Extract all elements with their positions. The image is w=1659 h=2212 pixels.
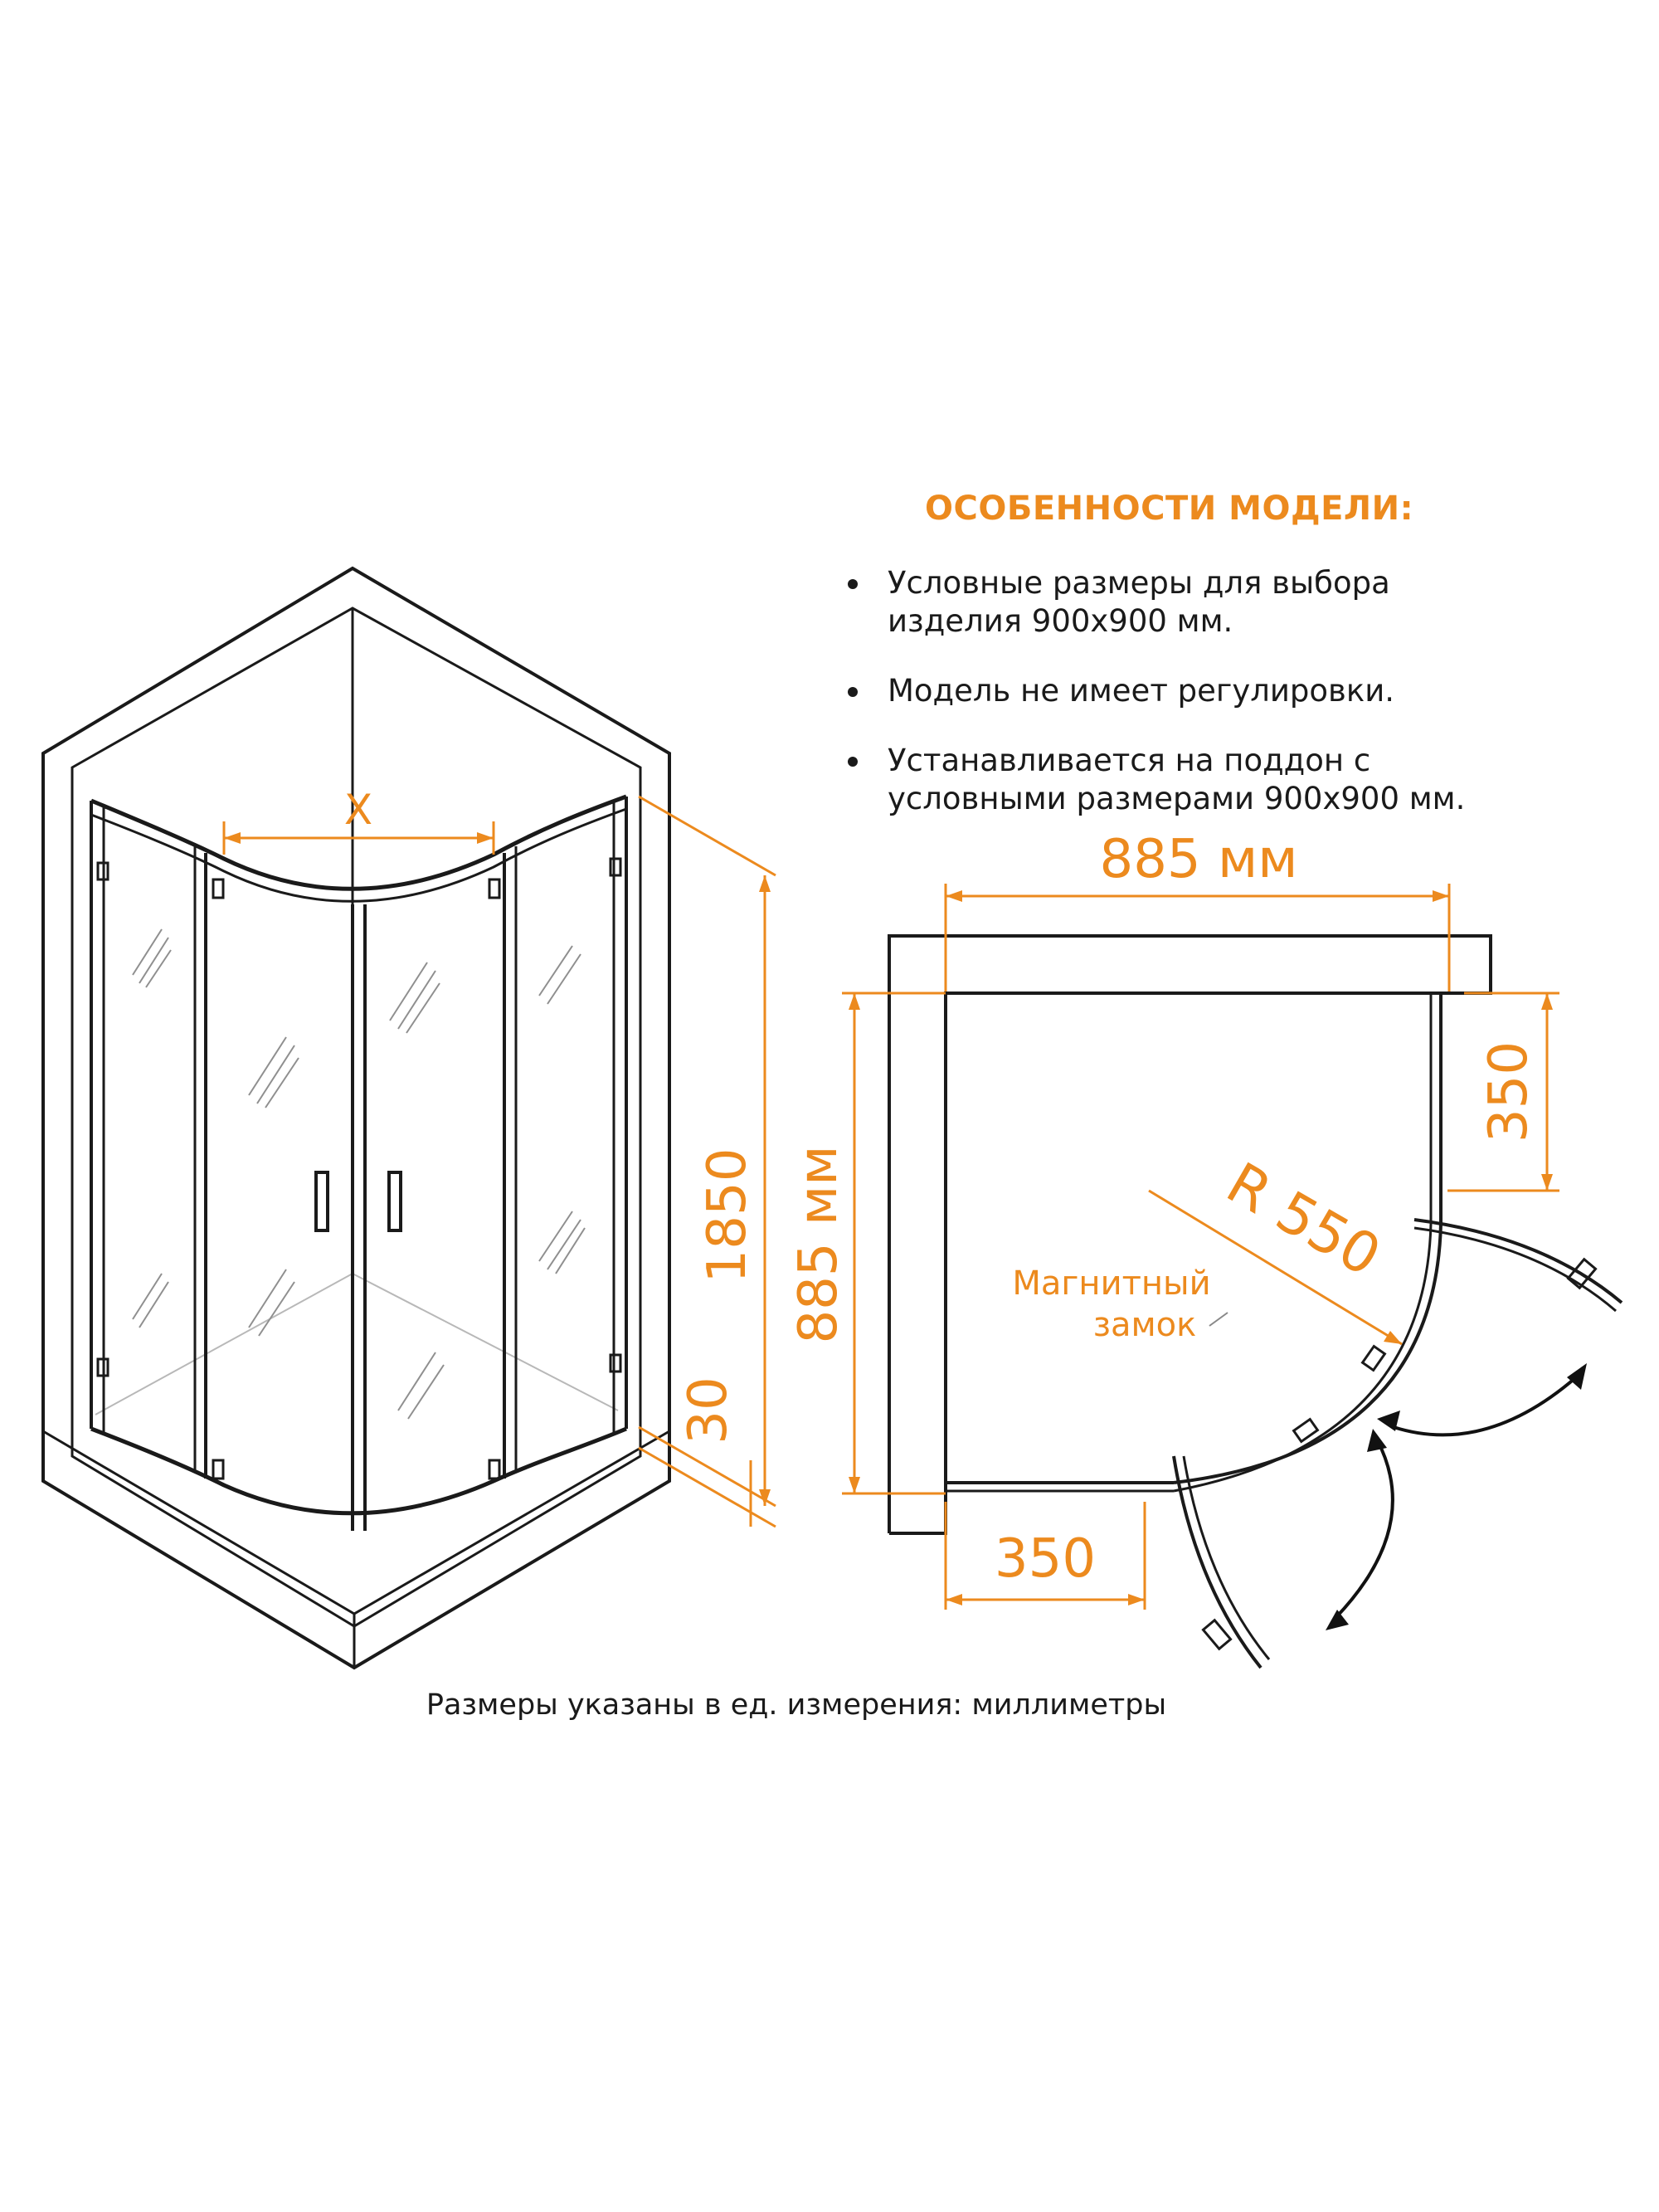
floor-line	[352, 1273, 619, 1411]
plan-curved-doors-inner	[1173, 1223, 1433, 1493]
swing-arrow	[1326, 1610, 1349, 1630]
floor-line	[95, 1273, 353, 1415]
lock-label-line1: Магнитный	[1012, 1264, 1210, 1303]
dim-350-right-label: 350	[1478, 1041, 1540, 1143]
bottom-rail	[90, 1426, 627, 1516]
swing-arc	[1393, 1376, 1578, 1437]
dim-arrow	[1384, 1331, 1402, 1344]
dim-arrow	[1541, 1174, 1553, 1191]
swing-arc	[1334, 1439, 1394, 1620]
dim-885-h-label: 885 мм	[1099, 829, 1297, 890]
hinge	[96, 1357, 109, 1377]
plan-handle	[1566, 1257, 1598, 1290]
plan-hinge	[1360, 1344, 1387, 1372]
hinge	[609, 1353, 622, 1373]
hinge	[96, 861, 109, 881]
dim-arrow	[759, 1489, 771, 1506]
features-list: Условные размеры для выбора изделия 900х…	[846, 564, 1593, 850]
radius-leader	[1148, 1189, 1403, 1346]
dim-arrow	[1541, 993, 1553, 1010]
dim-350-bottom-label: 350	[995, 1528, 1096, 1590]
lock-label-line2: замок	[1093, 1306, 1197, 1344]
feature-item: Условные размеры для выбора изделия 900х…	[846, 564, 1593, 641]
plan-door-open	[1413, 1218, 1623, 1304]
feature-item: Модель не имеет регулировки.	[846, 672, 1593, 710]
dim-arrow	[759, 875, 771, 892]
feature-line: Модель не имеет регулировки.	[888, 673, 1395, 709]
dim-leader	[638, 1446, 776, 1528]
top-rail	[90, 794, 627, 891]
dim-arrow	[477, 832, 494, 844]
plan-curved-doors	[1173, 1223, 1443, 1484]
dim-885-v-label: 885 мм	[788, 1145, 849, 1343]
units-note: Размеры указаны в ед. измерения: миллиме…	[426, 1688, 1167, 1722]
feature-line: Условные размеры для выбора	[888, 565, 1390, 601]
door-handle	[314, 1171, 329, 1232]
feature-item: Устанавливается на поддон с условными ра…	[846, 742, 1593, 818]
feature-line: изделия 900х900 мм.	[888, 603, 1233, 639]
plan-view: 885 мм 885 мм 350 350 R 550 Магнитный за…	[788, 829, 1623, 1669]
dim-arrow	[1128, 1594, 1145, 1605]
top-rail-inner	[90, 807, 627, 903]
dim-x-label: X	[344, 786, 372, 834]
plan-hinge	[1292, 1417, 1320, 1444]
plan-door-open	[1182, 1455, 1271, 1660]
hinge	[488, 878, 501, 899]
dim-arrow	[849, 1477, 860, 1493]
dim-leader	[638, 795, 776, 877]
wall-inner	[71, 607, 642, 1628]
plan-wall	[888, 934, 1492, 1535]
dim-arrow	[946, 890, 962, 902]
plan-door-open	[1172, 1455, 1262, 1669]
dim-1850-label: 1850	[697, 1148, 758, 1284]
hinge	[212, 1459, 225, 1480]
hinge	[212, 878, 225, 899]
dim-arrow	[224, 832, 241, 844]
swing-arrow	[1377, 1411, 1400, 1431]
lock-leader	[1209, 1312, 1228, 1327]
dim-arrow	[1433, 890, 1449, 902]
dim-leader	[638, 1425, 776, 1508]
isometric-view: X 1850 30	[41, 566, 776, 1670]
glass-reflections	[132, 928, 586, 1420]
radius-label: R 550	[1215, 1151, 1391, 1290]
plan-door-open	[1413, 1226, 1617, 1313]
feature-line: Устанавливается на поддон с	[888, 743, 1371, 778]
swing-arrow	[1567, 1363, 1587, 1390]
feature-line: условными размерами 900х900 мм.	[888, 781, 1466, 816]
hinge	[488, 1459, 501, 1480]
base-top-edge	[42, 1430, 670, 1615]
swing-arrow	[1367, 1429, 1387, 1452]
door-handle	[387, 1171, 402, 1232]
plan-handle	[1201, 1618, 1233, 1651]
hinge	[609, 857, 622, 877]
features-title: ОСОБЕННОСТИ МОДЕЛИ:	[925, 490, 1414, 528]
dim-arrow	[849, 993, 860, 1010]
wall-outline	[41, 566, 671, 1670]
dim-arrow	[946, 1594, 962, 1605]
dim-30-label: 30	[678, 1376, 739, 1444]
